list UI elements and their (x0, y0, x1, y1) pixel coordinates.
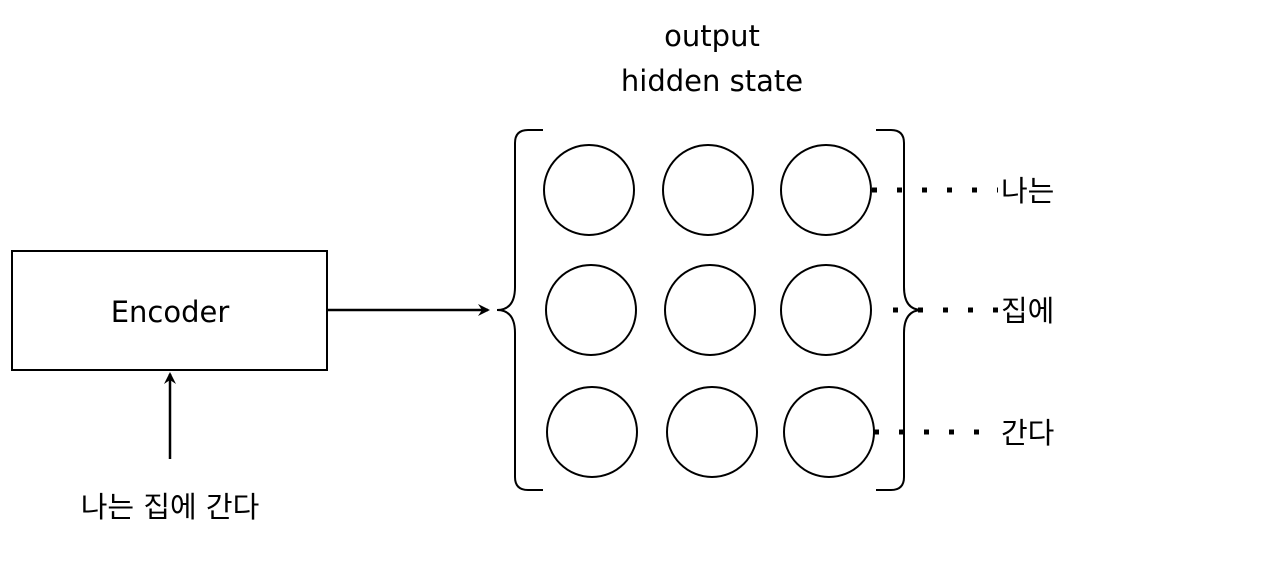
hidden-state-node (666, 386, 758, 478)
hidden-state-node (664, 264, 756, 356)
encoder-label: Encoder (111, 295, 230, 329)
output-title-line2: hidden state (621, 64, 803, 98)
hidden-state-node (783, 386, 875, 478)
input-sentence: 나는 집에 간다 (81, 490, 260, 524)
output-title-line1: output (664, 19, 760, 53)
encoder-box (11, 250, 328, 371)
row-label: 나는 (1001, 174, 1054, 208)
row-label: 집에 (1001, 294, 1054, 328)
row-label: 간다 (1001, 416, 1054, 450)
right-brace (876, 129, 923, 491)
hidden-state-node (780, 144, 872, 236)
left-brace (496, 129, 543, 491)
hidden-state-node (780, 264, 872, 356)
hidden-state-node (546, 386, 638, 478)
hidden-state-node (662, 144, 754, 236)
hidden-state-node (545, 264, 637, 356)
hidden-state-node (543, 144, 635, 236)
